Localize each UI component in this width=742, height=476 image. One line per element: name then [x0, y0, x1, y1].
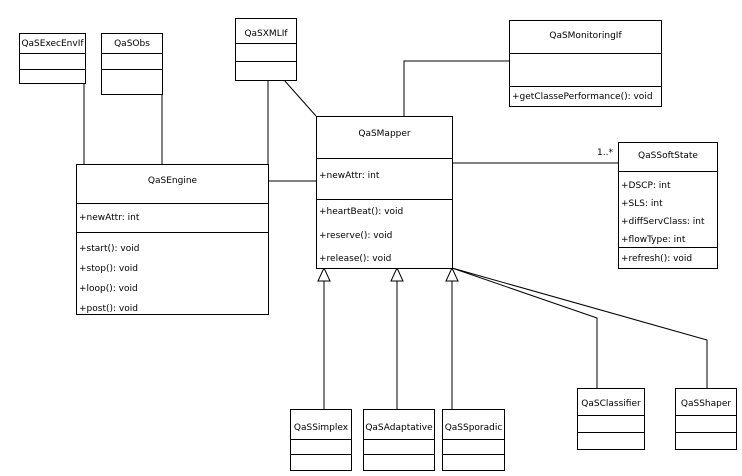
- compartment-divider: [102, 53, 162, 54]
- class-qasadaptative[interactable]: QaSAdaptative: [363, 409, 435, 471]
- attribute: +DSCP: int: [621, 181, 671, 191]
- compartment-divider: [102, 69, 162, 70]
- compartment-divider: [20, 53, 85, 54]
- operation: +loop(): void: [79, 284, 138, 294]
- class-name: QaSObs: [114, 39, 150, 49]
- compartment-divider: [443, 439, 504, 440]
- compartment-divider: [236, 61, 296, 62]
- operation: +heartBeat(): void: [319, 207, 404, 217]
- class-name: QaSShaper: [680, 399, 732, 409]
- class-qasshaper[interactable]: QaSShaper: [675, 388, 737, 450]
- inheritance-arrow-sporadic: [445, 266, 459, 282]
- class-name: QaSSporadic: [444, 423, 503, 433]
- class-name: QaSClassifier: [581, 399, 641, 409]
- operation: +release(): void: [319, 254, 392, 264]
- class-name: QaSXMLIf: [244, 29, 288, 39]
- class-name: QaSEngine: [147, 176, 198, 186]
- attribute: +SLS: int: [621, 199, 663, 209]
- compartment-divider: [676, 415, 736, 416]
- generalization-shaper: [451, 267, 708, 388]
- compartment-divider: [619, 247, 717, 248]
- compartment-divider: [510, 53, 661, 54]
- operation: +stop(): void: [79, 264, 138, 274]
- class-name: QaSSoftState: [638, 151, 698, 161]
- attribute: +newAttr: int: [79, 213, 140, 223]
- compartment-divider: [619, 171, 717, 172]
- class-name: QaSMonitoringIf: [549, 31, 622, 41]
- inheritance-arrow-simplex: [317, 266, 331, 282]
- class-qasclassifier[interactable]: QaSClassifier: [577, 388, 645, 450]
- association-xmlif-mapper: [283, 79, 317, 117]
- attribute: +newAttr: int: [319, 171, 380, 181]
- compartment-divider: [236, 43, 296, 44]
- compartment-divider: [578, 432, 644, 433]
- class-name: QaSSimplex: [293, 423, 349, 433]
- compartment-divider: [20, 69, 85, 70]
- class-qassporadic[interactable]: QaSSporadic: [442, 409, 505, 471]
- class-qasengine[interactable]: QaSEngine +newAttr: int +start(): void +…: [76, 164, 269, 315]
- class-qasmapper[interactable]: QaSMapper +newAttr: int +heartBeat(): vo…: [316, 116, 453, 269]
- class-qassimplex[interactable]: QaSSimplex: [290, 409, 352, 471]
- attribute: +diffServClass: int: [621, 217, 705, 227]
- attribute: +flowType: int: [621, 235, 686, 245]
- compartment-divider: [317, 199, 452, 200]
- inheritance-arrow-adaptative: [390, 266, 404, 282]
- multiplicity-label: 1..*: [597, 148, 613, 158]
- operation: +reserve(): void: [319, 231, 393, 241]
- class-qasobs[interactable]: QaSObs: [101, 33, 163, 95]
- class-name: QaSMapper: [358, 129, 411, 139]
- operation: +post(): void: [79, 304, 138, 314]
- class-name: QaSExecEnvIf: [21, 39, 84, 49]
- class-qasexecenvif[interactable]: QaSExecEnvIf: [19, 33, 86, 84]
- compartment-divider: [317, 158, 452, 159]
- operation: +refresh(): void: [621, 254, 693, 264]
- operation: +start(): void: [79, 244, 140, 254]
- compartment-divider: [364, 454, 434, 455]
- compartment-divider: [291, 439, 351, 440]
- class-name: QaSAdaptative: [365, 423, 433, 433]
- compartment-divider: [578, 415, 644, 416]
- compartment-divider: [77, 232, 268, 233]
- class-qassoftstate[interactable]: QaSSoftState +DSCP: int +SLS: int +diffS…: [618, 142, 718, 269]
- class-qasmonitoringif[interactable]: QaSMonitoringIf +getClassePerformance():…: [509, 20, 662, 107]
- generalization-classifier: [451, 267, 598, 388]
- compartment-divider: [77, 203, 268, 204]
- compartment-divider: [676, 432, 736, 433]
- compartment-divider: [443, 454, 504, 455]
- compartment-divider: [291, 454, 351, 455]
- compartment-divider: [510, 86, 661, 87]
- class-qasxmlif[interactable]: QaSXMLIf: [235, 18, 297, 81]
- compartment-divider: [364, 439, 434, 440]
- operation: +getClassePerformance(): void: [512, 92, 653, 102]
- association-monitoring-mapper: [403, 60, 509, 116]
